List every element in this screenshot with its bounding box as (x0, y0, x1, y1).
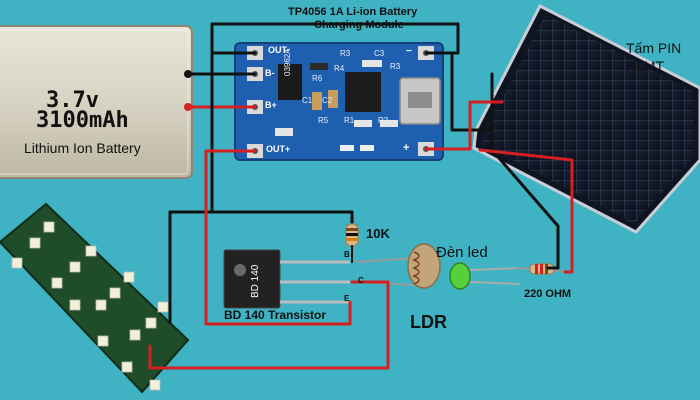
pin-label-b-minus: B- (265, 68, 275, 78)
led-label: Đèn led (436, 244, 488, 261)
smd-led-chip (69, 261, 81, 273)
smd-led-chip (43, 221, 55, 233)
silk-chip-marking: 03962A (283, 48, 292, 76)
silk-c3: C3 (374, 49, 385, 58)
smd-led-chip (123, 271, 135, 283)
wire-led-positive (478, 148, 574, 274)
battery-voltage-label: 3.7v (46, 88, 99, 113)
transistor-pin-c: C (358, 276, 364, 285)
silk-r3-left: R3 (340, 49, 351, 58)
smd-led-chip (51, 277, 63, 289)
silk-c1: C1 (302, 96, 313, 105)
led-pcb-board (0, 202, 190, 394)
module-title-line2: Charging Module (314, 19, 404, 31)
pin-label-out-minus: OUT- (268, 45, 290, 55)
led-resistor-label: 220 OHM (524, 288, 572, 300)
led-chip-group (11, 221, 169, 391)
transistor-pin-e: E (344, 294, 350, 303)
smd-led-chip (29, 237, 41, 249)
transistor-body-marking: BD 140 (250, 264, 261, 298)
tp4056-chip (345, 72, 381, 112)
transistor-bd140 (223, 249, 350, 309)
silk-c2: C2 (322, 96, 333, 105)
protection-chip (278, 64, 302, 100)
resistor-10k-label: 10K (366, 226, 390, 241)
solar-panel-label-line1: Tấm PIN (626, 40, 682, 56)
smd-led-chip (95, 299, 107, 311)
lithium-battery (0, 25, 193, 179)
wires (148, 22, 574, 370)
silk-r4: R4 (334, 64, 345, 73)
pin-label-minus-right: − (406, 46, 412, 57)
smd-led-chip (85, 245, 97, 257)
wire-collector (148, 280, 390, 370)
silk-r1: R1 (344, 116, 355, 125)
wire-solar-positive (424, 100, 504, 151)
silk-r6: R6 (312, 74, 323, 83)
silk-r3-right: R3 (390, 62, 401, 71)
smd-led-chip (145, 317, 157, 329)
resistor-220-ohm (514, 263, 571, 275)
smd-led-chip (11, 257, 23, 269)
smd-led-chip (121, 361, 133, 373)
smd-led-chip (109, 287, 121, 299)
transistor-caption: BD 140 Transistor (224, 308, 327, 322)
silk-r5: R5 (318, 116, 329, 125)
ldr (354, 243, 441, 289)
battery-type-label: Lithium Ion Battery (24, 140, 141, 156)
wire-ground-to-ldr (168, 210, 214, 324)
transistor-pin-b: B (344, 250, 350, 259)
pin-label-out-plus: OUT+ (266, 144, 291, 154)
wire-out-plus (204, 149, 352, 326)
smd-led-chip (69, 299, 81, 311)
smd-led-chip (149, 379, 161, 391)
battery-capacity-label: 3100mAh (36, 108, 129, 133)
solar-panel (472, 3, 700, 234)
green-led (449, 262, 521, 290)
smd-led-chip (129, 329, 141, 341)
silk-r2: R2 (378, 116, 389, 125)
ldr-label: LDR (410, 312, 447, 332)
solar-panel-label-line2: NLMT (626, 58, 665, 74)
pin-label-plus-right: + (403, 142, 410, 154)
wire-led-ground (490, 128, 560, 270)
smd-led-chip (97, 335, 109, 347)
pin-label-b-plus: B+ (265, 100, 277, 110)
smd-led-chip (157, 301, 169, 313)
wire-solar-negative (428, 51, 494, 132)
module-title-line1: TP4056 1A Li-ion Battery (288, 6, 418, 18)
